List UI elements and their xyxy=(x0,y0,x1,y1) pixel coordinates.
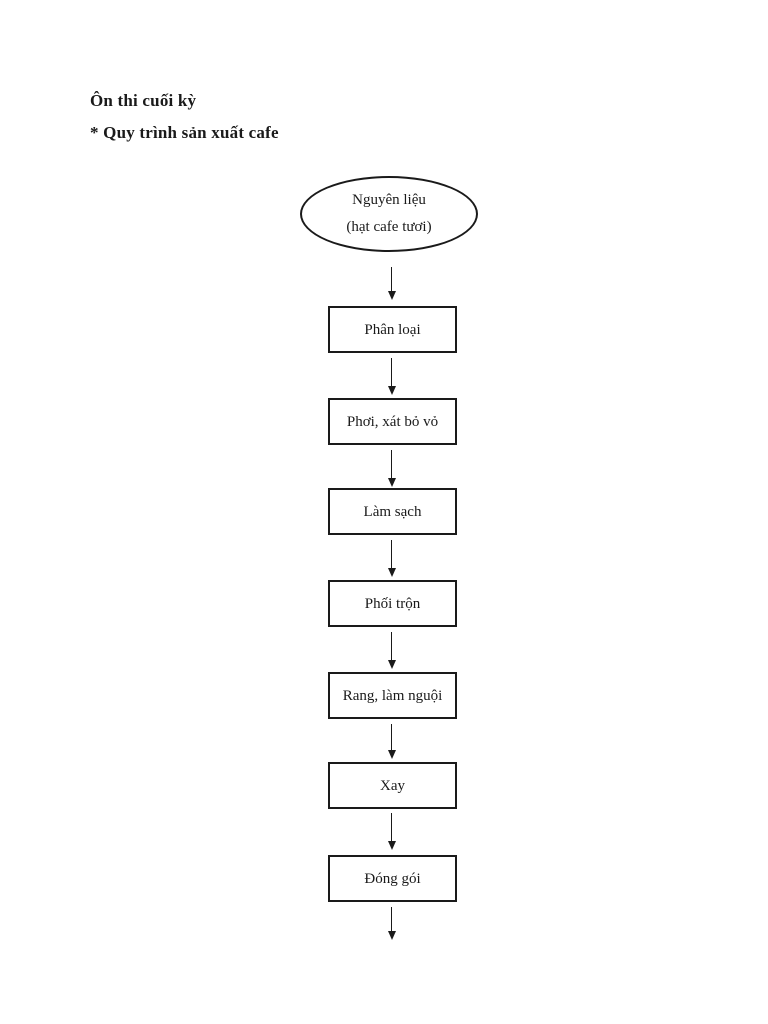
flow-arrow-2 xyxy=(387,358,396,395)
step-label: Phân loại xyxy=(364,321,421,338)
arrowhead-down-icon xyxy=(387,660,396,669)
arrowhead-down-icon xyxy=(387,750,396,759)
arrowhead-down-icon xyxy=(387,386,396,395)
flow-arrow-final xyxy=(387,907,396,940)
arrowhead-down-icon xyxy=(387,931,396,940)
flow-arrow-7 xyxy=(387,813,396,850)
flowchart-step-dong-goi: Đóng gói xyxy=(328,855,457,902)
start-node-line1: Nguyên liệu xyxy=(352,192,426,208)
arrowhead-down-icon xyxy=(387,478,396,487)
step-label: Phối trộn xyxy=(364,595,421,612)
step-label: Rang, làm nguội xyxy=(342,687,443,704)
flowchart-step-phoi-xat-bo-vo: Phơi, xát bỏ vỏ xyxy=(328,398,457,445)
arrowhead-down-icon xyxy=(387,841,396,850)
start-node-line2: (hạt cafe tươi) xyxy=(346,219,432,235)
flowchart-step-phan-loai: Phân loại xyxy=(328,306,457,353)
step-label: Làm sạch xyxy=(363,503,422,520)
flow-arrow-3 xyxy=(387,450,396,487)
page-subtitle: * Quy trình sản xuất cafe xyxy=(90,123,279,142)
flowchart-step-xay: Xay xyxy=(328,762,457,809)
flow-arrow-5 xyxy=(387,632,396,669)
step-label: Xay xyxy=(380,777,405,794)
arrowhead-down-icon xyxy=(387,291,396,300)
flow-arrow-1 xyxy=(387,267,396,300)
flowchart-step-lam-sach: Làm sạch xyxy=(328,488,457,535)
flow-arrow-4 xyxy=(387,540,396,577)
flow-arrow-6 xyxy=(387,724,396,759)
arrowhead-down-icon xyxy=(387,568,396,577)
flowchart-step-phoi-tron: Phối trộn xyxy=(328,580,457,627)
page-title: Ôn thi cuối kỳ xyxy=(90,91,197,110)
step-label: Đóng gói xyxy=(364,870,421,887)
step-label: Phơi, xát bỏ vỏ xyxy=(346,413,439,430)
flowchart-step-rang-lam-nguoi: Rang, làm nguội xyxy=(328,672,457,719)
flowchart-start-node: Nguyên liệu (hạt cafe tươi) xyxy=(300,176,478,252)
